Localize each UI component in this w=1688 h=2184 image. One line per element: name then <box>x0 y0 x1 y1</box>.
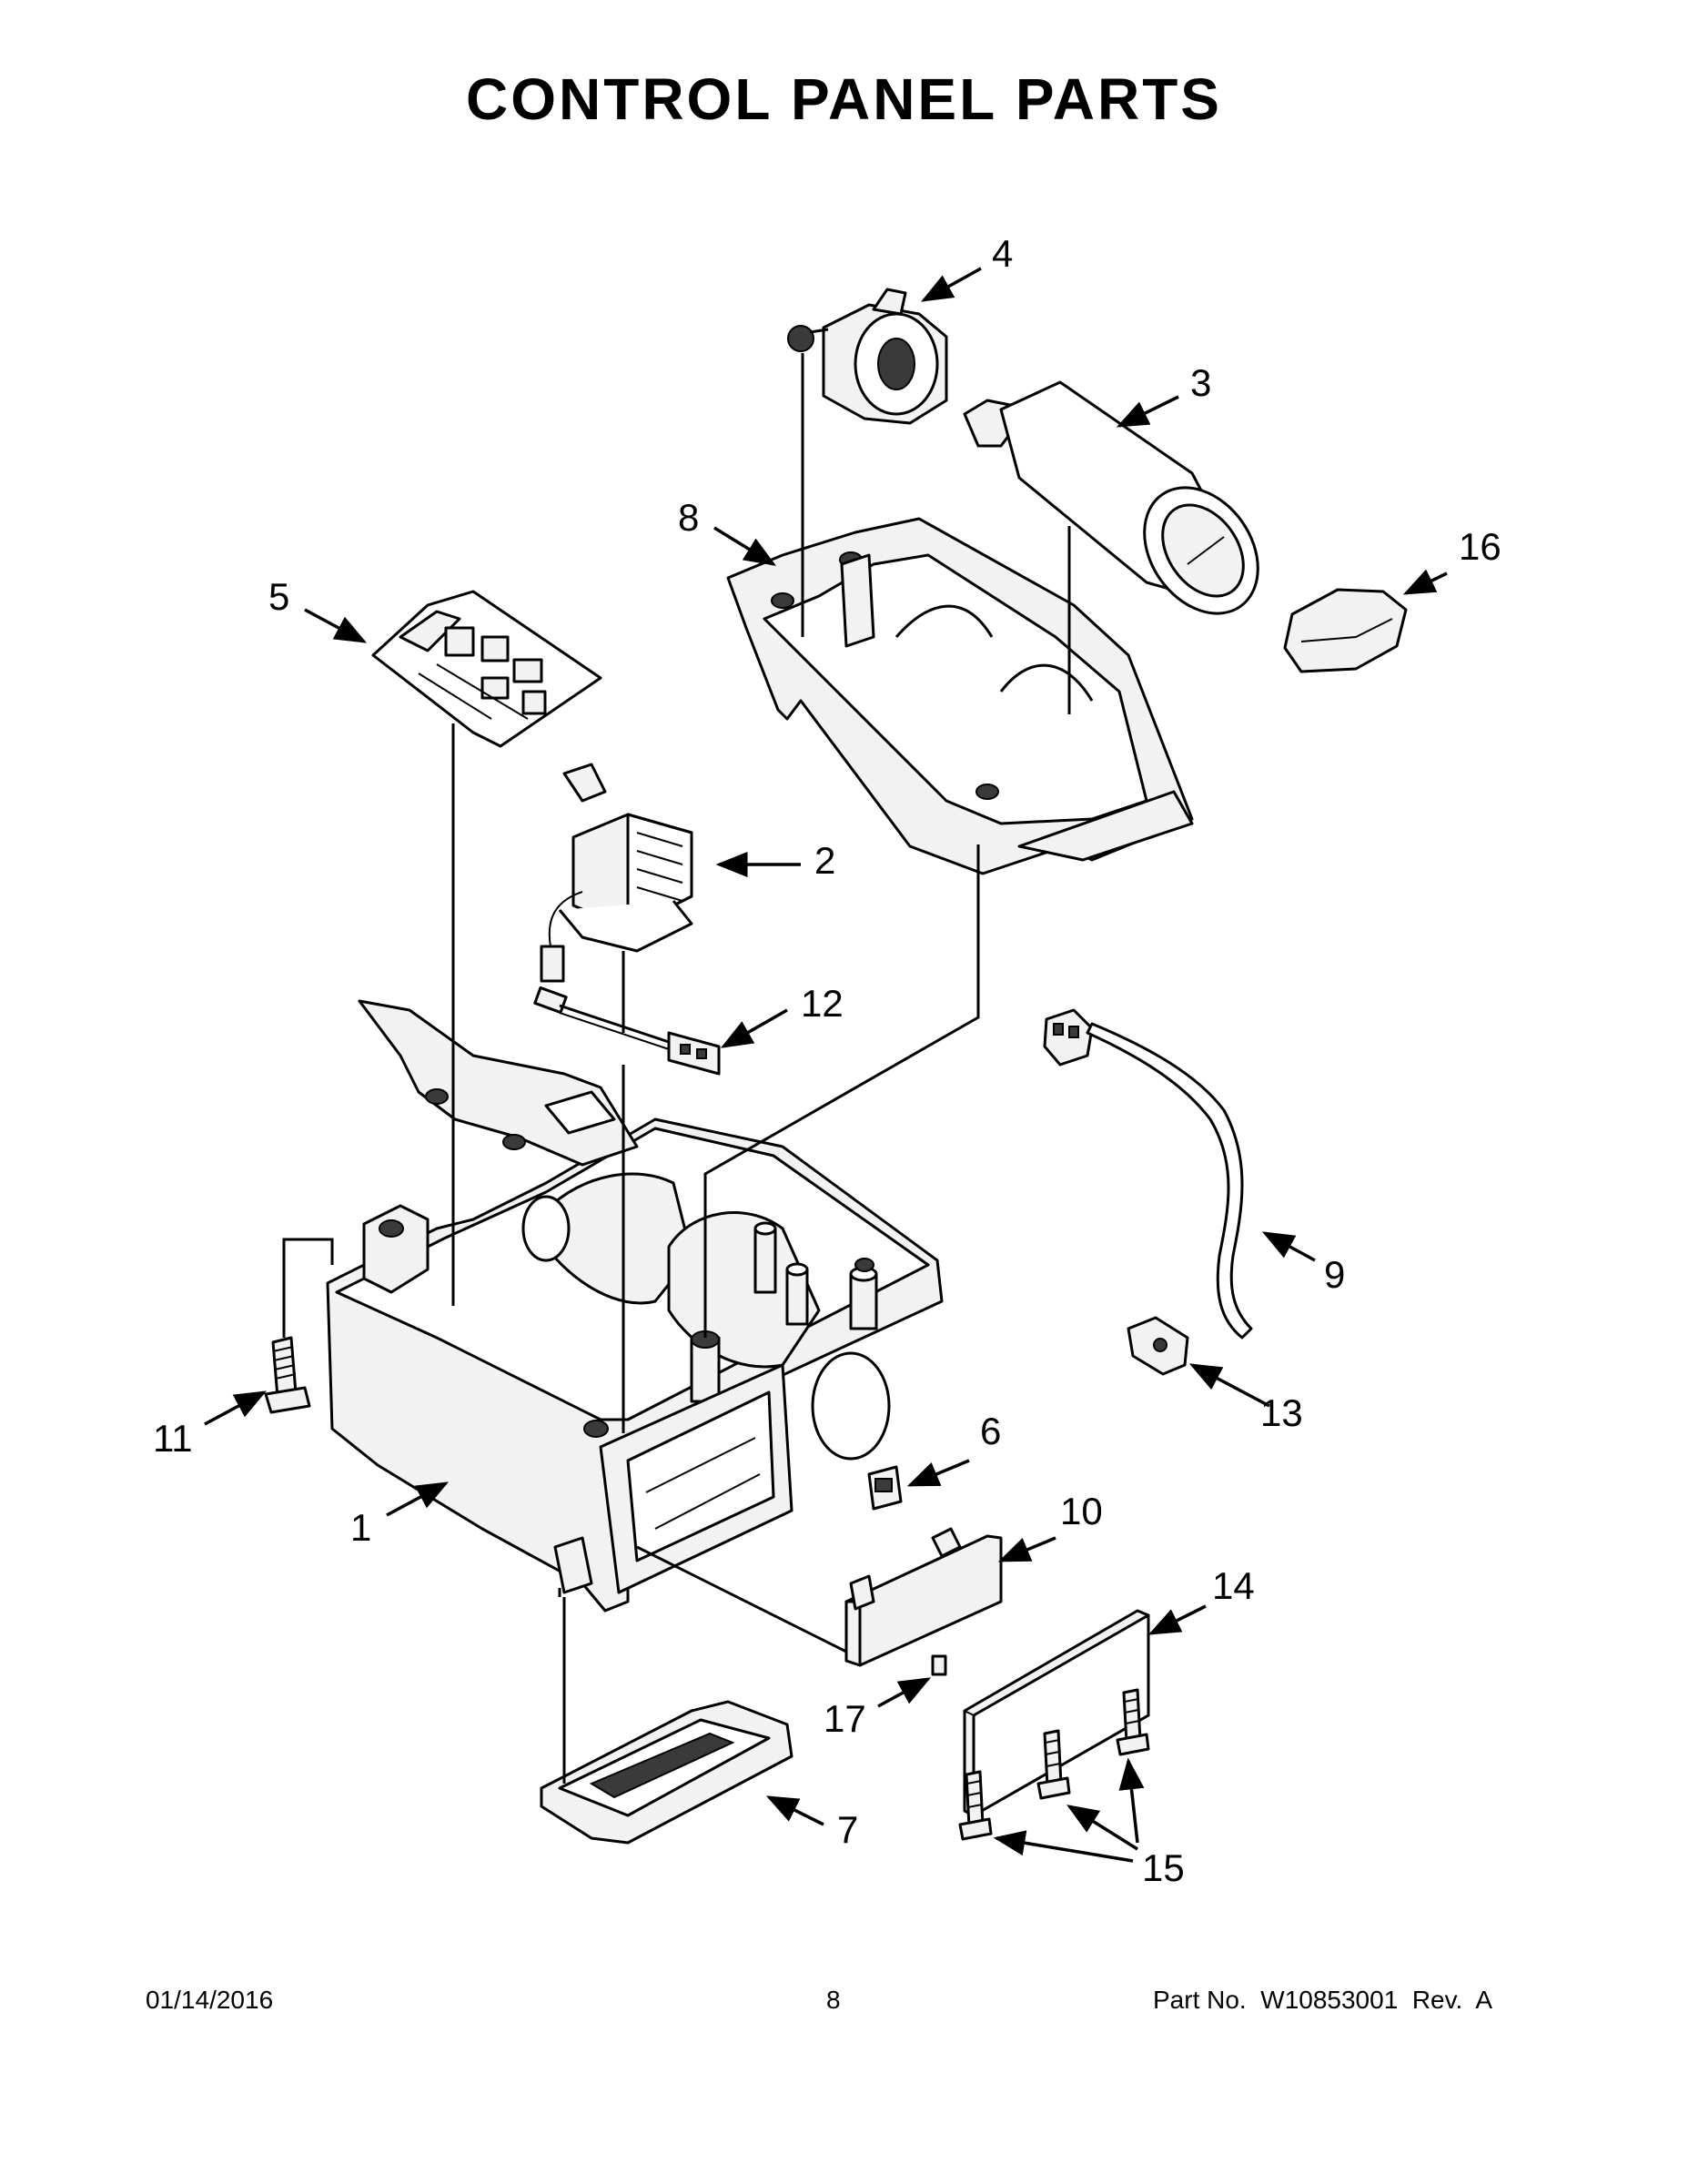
callout-14: 14 <box>1212 1564 1255 1607</box>
callout-6: 6 <box>980 1410 1002 1452</box>
callout-15: 15 <box>1142 1846 1185 1889</box>
callout-17: 17 <box>824 1697 866 1740</box>
callout-3: 3 <box>1190 361 1212 404</box>
part-14-cover-plate <box>963 1609 1150 1817</box>
footer-part-number: Part No. W10853001 Rev. A <box>1153 1986 1493 2014</box>
part-16-cap <box>1283 588 1408 673</box>
part-11-screw <box>264 1336 311 1414</box>
callout-8: 8 <box>678 496 700 539</box>
callout-4: 4 <box>992 232 1014 275</box>
part-9-wire-harness <box>1043 1008 1253 1340</box>
part-13-clip <box>1127 1316 1189 1376</box>
callout-10: 10 <box>1060 1490 1103 1532</box>
part-12-wire-harness <box>533 986 721 1076</box>
part-7-drip-tray <box>540 1700 793 1845</box>
footer-page-number: 8 <box>826 1986 841 2014</box>
assembly-guide-lines <box>282 353 1071 1784</box>
leader-arrows <box>204 267 1448 1863</box>
callout-7: 7 <box>837 1808 859 1851</box>
part-4-filter-head <box>787 288 948 425</box>
callout-5: 5 <box>268 575 290 618</box>
part-2-transformer <box>540 763 693 983</box>
callout-13: 13 <box>1260 1391 1303 1434</box>
callout-1: 1 <box>350 1506 372 1549</box>
callout-9: 9 <box>1324 1253 1346 1296</box>
part-15-screws <box>958 1688 1150 1841</box>
callout-12: 12 <box>801 982 844 1025</box>
page-title: CONTROL PANEL PARTS <box>466 66 1222 132</box>
footer-date: 01/14/2016 <box>146 1986 274 2014</box>
part-8-filter-housing <box>726 517 1194 875</box>
callout-2: 2 <box>814 839 836 882</box>
part-6-switch <box>867 1465 903 1511</box>
callout-16: 16 <box>1459 525 1501 568</box>
part-3-water-filter <box>963 380 1259 615</box>
part-17-small-clip <box>931 1654 947 1676</box>
callout-11: 11 <box>153 1417 193 1460</box>
part-5-control-board <box>371 590 602 748</box>
part-10-actuator-paddle <box>844 1527 1003 1667</box>
